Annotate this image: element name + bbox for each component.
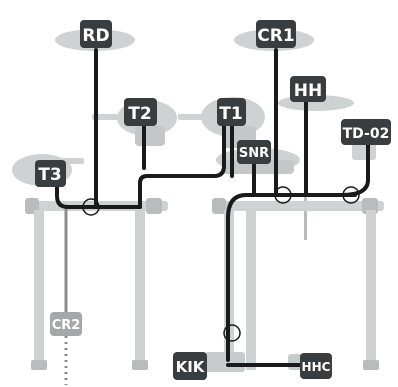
label-t1: T1 (217, 98, 246, 126)
label-t2-text: T2 (128, 104, 151, 124)
label-hh-text: HH (294, 81, 322, 101)
rack-foot-5 (363, 360, 379, 370)
rack-foot-2 (132, 360, 148, 370)
label-hhc-text: HHC (302, 360, 331, 374)
label-t3-text: T3 (38, 165, 61, 185)
label-t3: T3 (35, 160, 66, 187)
cable-left-trunk (55, 183, 142, 209)
label-cr1-text: CR1 (257, 26, 294, 46)
tom-mount-right (178, 114, 204, 120)
rack-leg-2 (135, 210, 145, 370)
cable-main-down (226, 193, 357, 362)
cable-tie-right-2 (342, 186, 360, 204)
label-kik-text: KIK (176, 358, 206, 376)
label-td02-text: TD-02 (343, 126, 390, 142)
tom2-body (135, 126, 165, 146)
cable-tie-left (82, 198, 100, 216)
tom-mount-left (92, 114, 118, 120)
rack-clamp-r1 (212, 198, 226, 214)
rack-clamp-mid (146, 198, 162, 214)
label-cr2-text: CR2 (52, 318, 81, 333)
rack-leg-4 (246, 210, 256, 370)
label-cr1: CR1 (256, 20, 296, 48)
label-hhc: HHC (300, 353, 332, 379)
cables (55, 48, 370, 367)
kick-pedal (205, 352, 245, 372)
cable-left-to-center (138, 118, 226, 209)
rack-crossbar-right (214, 201, 384, 211)
rack-leg-5 (366, 210, 376, 370)
label-td02: TD-02 (341, 119, 391, 145)
label-snr: SNR (237, 140, 271, 164)
cable-tie-right-1 (274, 186, 292, 204)
label-snr-text: SNR (239, 146, 269, 161)
label-cr2: CR2 (50, 312, 82, 336)
label-rd: RD (80, 20, 112, 48)
cable-tie-bottom (223, 324, 241, 342)
label-hh: HH (290, 76, 326, 102)
label-rd-text: RD (82, 26, 109, 46)
hihat-controller-rod (304, 195, 307, 240)
rack-foot-1 (31, 360, 47, 370)
cable-module (340, 138, 370, 197)
rack-leg-1 (34, 210, 44, 370)
label-kik: KIK (173, 352, 207, 380)
label-t1-text: T1 (219, 104, 242, 124)
label-t2: T2 (124, 98, 157, 126)
cable-ties (82, 186, 360, 342)
